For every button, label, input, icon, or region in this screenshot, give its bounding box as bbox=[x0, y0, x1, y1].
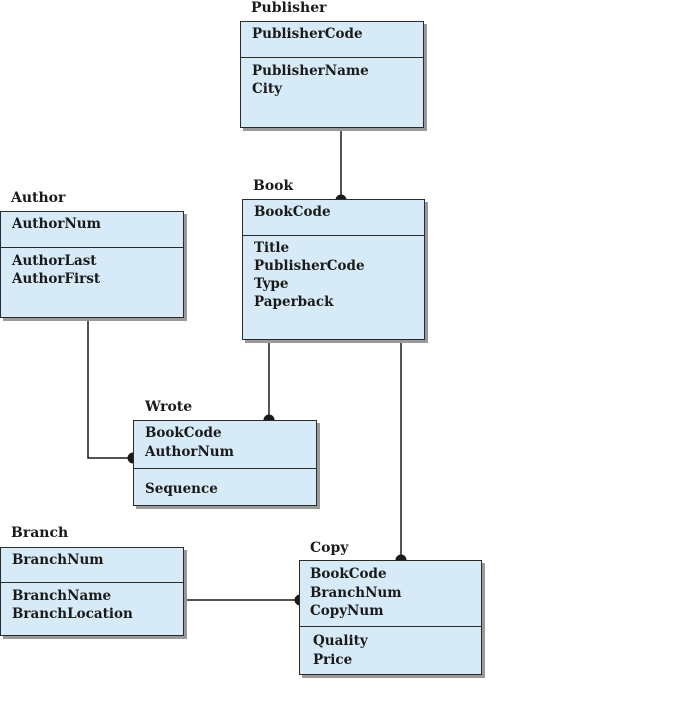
author-entity-title: Author bbox=[11, 190, 66, 206]
copy-entity-title: Copy bbox=[310, 540, 349, 556]
book-entity-title: Book bbox=[253, 178, 294, 194]
publisher-key-publishercode: PublisherCode bbox=[252, 26, 363, 42]
copy-key-copynum: CopyNum bbox=[310, 603, 384, 619]
publisher-attr-publishername: PublisherName bbox=[252, 63, 369, 79]
publisher-key-section bbox=[241, 22, 423, 58]
copy-key-branchnum: BranchNum bbox=[310, 585, 402, 601]
wrote-entity: BookCode AuthorNum Sequence bbox=[133, 420, 317, 506]
wrote-attr-sequence: Sequence bbox=[145, 481, 218, 497]
branch-entity-title: Branch bbox=[11, 525, 69, 541]
publisher-attr-city: City bbox=[252, 81, 282, 97]
wrote-entity-title: Wrote bbox=[145, 399, 193, 415]
publisher-entity: PublisherCode PublisherName City bbox=[240, 21, 424, 128]
book-attr-publishercode: PublisherCode bbox=[254, 258, 365, 274]
author-attr-authorlast: AuthorLast bbox=[12, 253, 97, 269]
branch-key-section bbox=[1, 548, 183, 583]
branch-entity: BranchNum BranchName BranchLocation bbox=[0, 547, 184, 636]
publisher-entity-title: Publisher bbox=[251, 0, 327, 16]
wrote-key-bookcode: BookCode bbox=[145, 425, 222, 441]
book-attr-title: Title bbox=[254, 240, 290, 256]
wrote-key-authornum: AuthorNum bbox=[145, 444, 234, 460]
branch-attr-branchlocation: BranchLocation bbox=[12, 606, 133, 622]
author-key-authornum: AuthorNum bbox=[12, 216, 101, 232]
author-wrote-relationship-line bbox=[87, 318, 133, 459]
book-attr-paperback: Paperback bbox=[254, 294, 334, 310]
branch-key-branchnum: BranchNum bbox=[12, 552, 104, 568]
wrote-key-section bbox=[134, 421, 316, 469]
copy-key-section bbox=[300, 561, 481, 627]
book-key-section bbox=[243, 200, 424, 236]
copy-attr-price: Price bbox=[313, 652, 353, 668]
book-entity: BookCode Title PublisherCode Type Paperb… bbox=[242, 199, 425, 340]
copy-attr-quality: Quality bbox=[313, 633, 368, 649]
copy-entity: BookCode BranchNum CopyNum Quality Price bbox=[299, 560, 482, 675]
copy-key-bookcode: BookCode bbox=[310, 566, 387, 582]
book-key-bookcode: BookCode bbox=[254, 204, 331, 220]
author-key-section bbox=[1, 212, 183, 248]
author-entity: AuthorNum AuthorLast AuthorFirst bbox=[0, 211, 184, 318]
branch-attr-branchname: BranchName bbox=[12, 588, 112, 604]
author-attr-authorfirst: AuthorFirst bbox=[12, 271, 101, 287]
book-attr-type: Type bbox=[254, 276, 289, 292]
